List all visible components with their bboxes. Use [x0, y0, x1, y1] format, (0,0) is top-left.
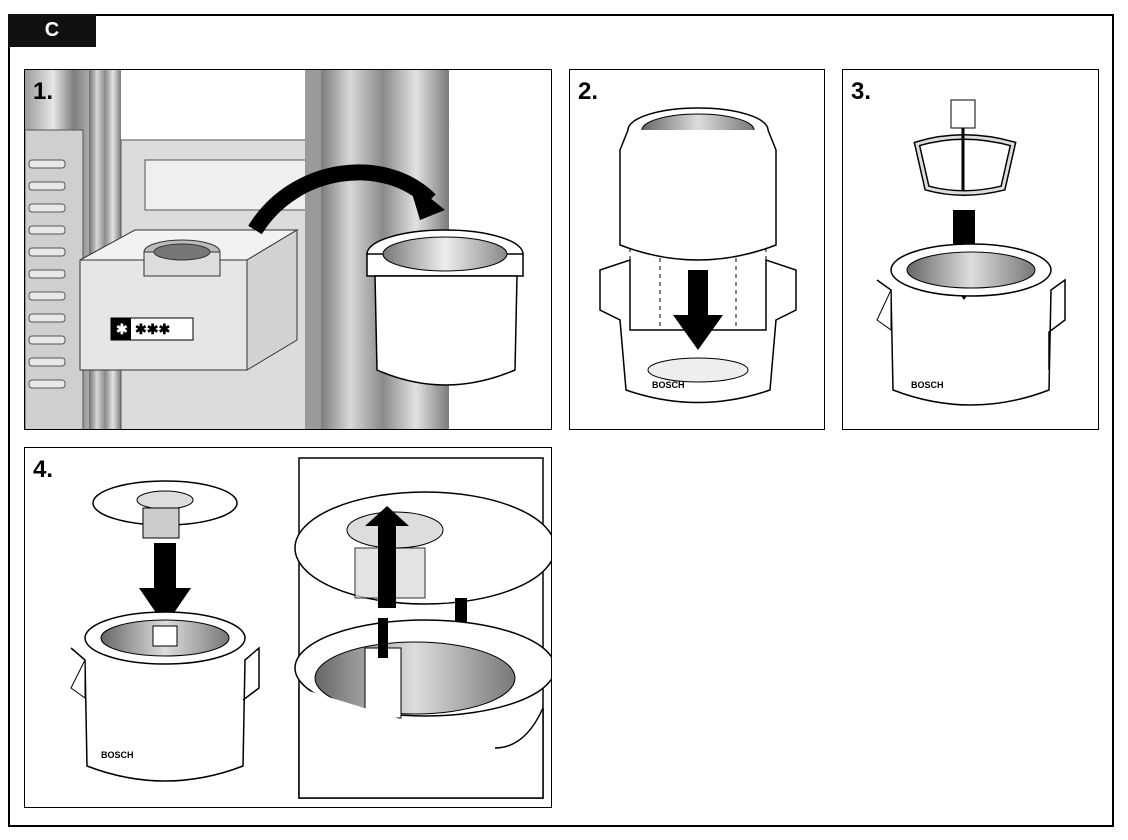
svg-text:✱: ✱ [116, 321, 128, 337]
figure-frame [8, 14, 1114, 827]
brand-logo: BOSCH [652, 380, 685, 390]
svg-text:✱✱✱: ✱✱✱ [135, 321, 170, 337]
freezer-shelves [28, 159, 66, 389]
step-3-label: 3. [851, 78, 872, 105]
brand-logo-4: BOSCH [101, 750, 134, 760]
step-2-panel: 2. BOSCH [569, 69, 825, 430]
step-4-illustration: BOSCH [70, 457, 551, 799]
step-4-label: 4. [33, 456, 54, 483]
step-1-label: 1. [33, 78, 54, 105]
step-1-panel: 1. [24, 69, 552, 430]
section-label: C [8, 14, 96, 47]
step-3-panel: 3. BOSCH [842, 69, 1099, 430]
step-1-illustration: ✱ ✱✱✱ [25, 70, 524, 429]
step-2-illustration: BOSCH [599, 107, 797, 404]
step-3-illustration: BOSCH [876, 99, 1066, 406]
brand-logo-3: BOSCH [911, 380, 944, 390]
step-2-label: 2. [578, 78, 599, 105]
step-4-panel: 4. BOSCH [24, 447, 552, 808]
